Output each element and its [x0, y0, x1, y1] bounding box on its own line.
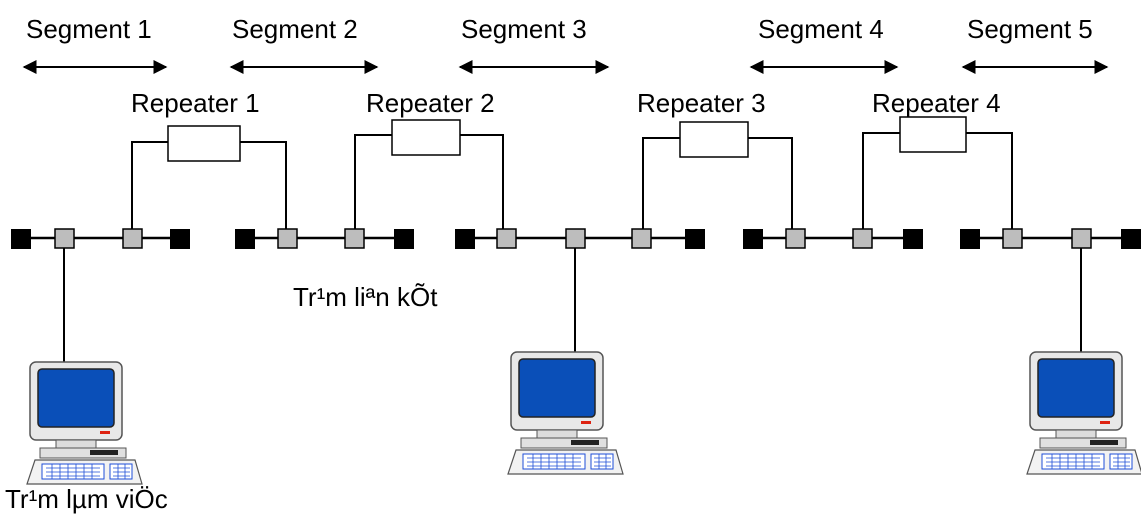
- tap-node: [54, 228, 75, 249]
- tap-node: [1002, 228, 1023, 249]
- tap-node: [852, 228, 873, 249]
- bus-segment-2: [235, 228, 414, 249]
- repeater-1: [131, 125, 287, 229]
- segment-label-2: Segment 2: [232, 14, 358, 44]
- bus-segment-4: [743, 228, 923, 249]
- repeater-label-4: Repeater 4: [872, 88, 1001, 118]
- terminator: [743, 229, 763, 249]
- terminator: [394, 229, 414, 249]
- segment-label-1: Segment 1: [26, 14, 152, 44]
- repeater-3: [642, 121, 793, 229]
- bus-segment-1: [11, 228, 190, 249]
- terminator: [960, 229, 980, 249]
- tap-node: [785, 228, 806, 249]
- terminator: [170, 229, 190, 249]
- workstation-computer-icon: [507, 351, 624, 475]
- segment-label-5: Segment 5: [967, 14, 1093, 44]
- hub-label: Tr¹m liªn kÕt: [293, 282, 438, 312]
- workstation-label: Tr¹m lµm viÖc: [5, 484, 168, 514]
- tap-node: [344, 228, 365, 249]
- repeater-label-1: Repeater 1: [131, 88, 260, 118]
- terminator: [903, 229, 923, 249]
- tap-node: [1071, 228, 1092, 249]
- repeater-2: [354, 119, 504, 229]
- tap-node: [277, 228, 298, 249]
- terminator: [455, 229, 475, 249]
- tap-node: [565, 228, 586, 249]
- repeater-label-2: Repeater 2: [366, 88, 495, 118]
- bus-segment-5: [960, 228, 1141, 249]
- workstation-computer-icon: [26, 361, 143, 485]
- segment-label-4: Segment 4: [758, 14, 884, 44]
- bus-segment-3: [455, 228, 705, 249]
- repeater-label-3: Repeater 3: [637, 88, 766, 118]
- tap-node: [122, 228, 143, 249]
- terminator: [11, 229, 31, 249]
- terminator: [1121, 229, 1141, 249]
- segment-label-3: Segment 3: [461, 14, 587, 44]
- repeater-4: [862, 116, 1013, 229]
- terminator: [685, 229, 705, 249]
- tap-node: [631, 228, 652, 249]
- tap-node: [496, 228, 517, 249]
- terminator: [235, 229, 255, 249]
- workstation-computer-icon: [1026, 351, 1141, 475]
